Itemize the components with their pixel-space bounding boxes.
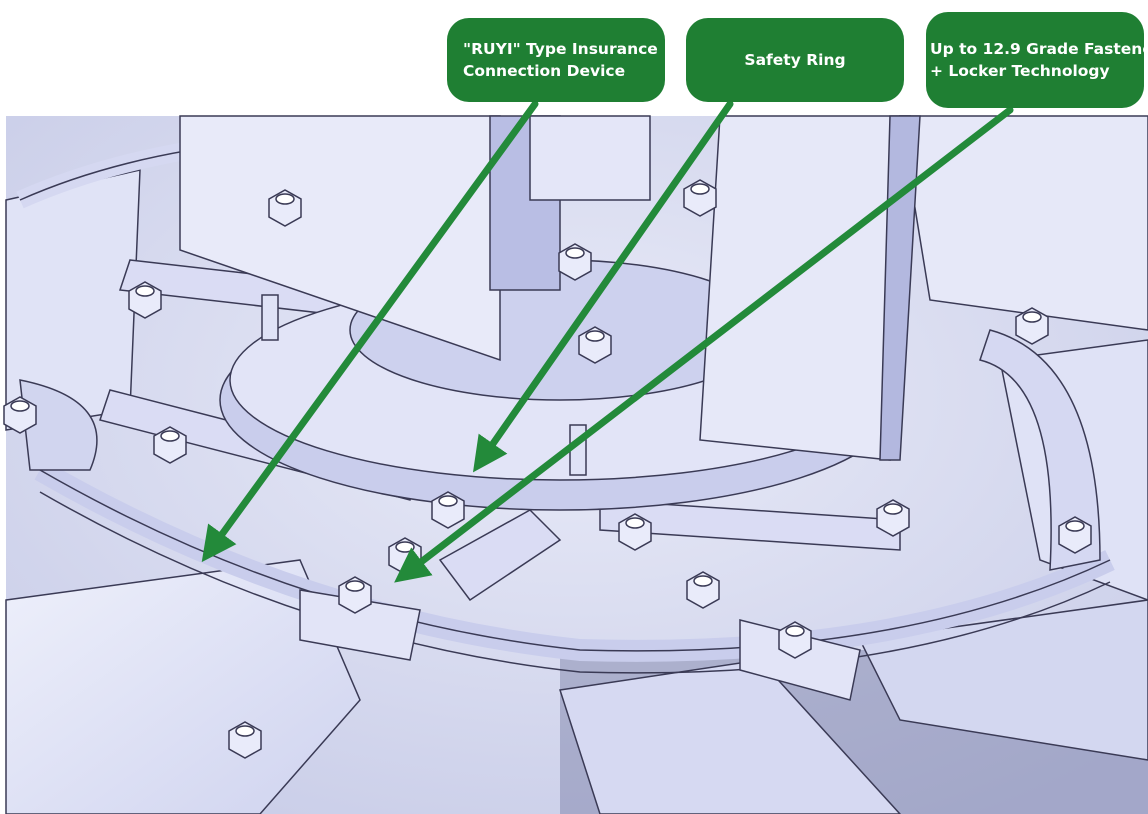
blade-root-clamps xyxy=(19,329,1101,701)
callout-fastener-line-1: Up to 12.9 Grade Fastener xyxy=(930,40,1148,58)
callout-ruyi-connection-device: "RUYI" Type Insurance Connection Device xyxy=(447,18,665,102)
callout-fastener-line-2: + Locker Technology xyxy=(930,62,1110,80)
arrow-ruyi xyxy=(201,100,539,563)
hex-nut xyxy=(686,571,720,609)
hex-nut xyxy=(876,499,910,537)
callout-ruyi-line-1: "RUYI" Type Insurance xyxy=(463,40,658,58)
vertical-brackets xyxy=(179,115,921,461)
hex-nut xyxy=(153,426,187,464)
hex-nut xyxy=(1058,516,1092,554)
hex-nut xyxy=(128,281,162,319)
callout-ring-line-1: Safety Ring xyxy=(744,51,846,69)
hex-nut xyxy=(268,189,302,227)
hex-nut xyxy=(558,243,592,281)
callout-safety-ring: Safety Ring xyxy=(686,18,904,102)
hex-nut xyxy=(228,721,262,759)
callout-ruyi-line-2: Connection Device xyxy=(463,62,626,80)
hex-nut xyxy=(578,326,612,364)
hex-nut xyxy=(3,396,37,434)
arrow-safety-ring xyxy=(472,100,734,473)
hex-nut xyxy=(1015,307,1049,345)
arrow-fastener xyxy=(394,106,1014,583)
blade-bottom-center xyxy=(559,659,902,814)
pointer-arrows xyxy=(201,100,1014,583)
hex-nut xyxy=(683,179,717,217)
blade-bottom-right xyxy=(858,599,1148,761)
hex-nut xyxy=(778,621,812,659)
hex-nut xyxy=(338,576,372,614)
hex-nut xyxy=(431,491,465,529)
callout-fastener-locker: Up to 12.9 Grade Fastener + Locker Techn… xyxy=(926,12,1148,108)
blade-top-right xyxy=(899,115,1148,331)
hex-nut xyxy=(618,513,652,551)
